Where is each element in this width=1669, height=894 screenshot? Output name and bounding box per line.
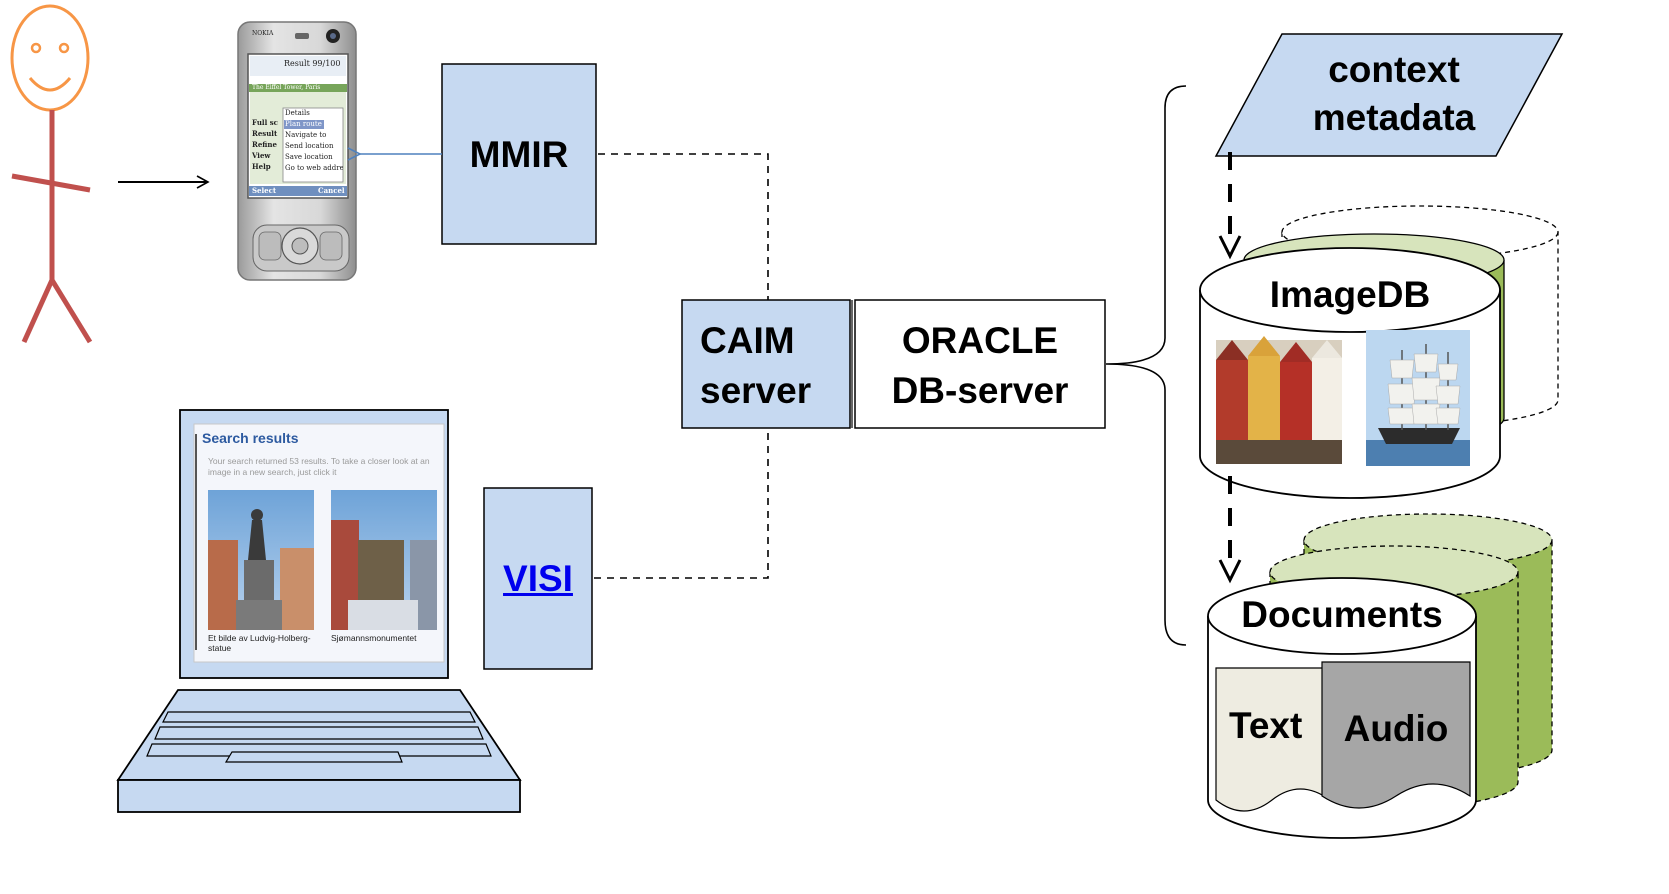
touchpad	[224, 751, 403, 763]
documents-label: Documents	[1241, 594, 1443, 635]
stick-head	[10, 4, 90, 112]
phone-banner: The Eiffel Tower, Paris	[252, 84, 321, 91]
mmir-caim-connector	[598, 153, 769, 300]
phone-popup-menu: Details Plan route to Navigate to Send l…	[285, 108, 343, 174]
oracle-label-line2: DB-server	[891, 370, 1069, 411]
text-label: Text	[1229, 705, 1303, 746]
audio-label: Audio	[1343, 708, 1449, 749]
phone-popup-item[interactable]: Save location	[285, 153, 333, 161]
audio-document-shape	[1321, 661, 1471, 809]
caim-label-line2: server	[700, 370, 812, 411]
mobile-phone	[237, 21, 357, 281]
result-caption-2[interactable]: Sjømannsmonumentet	[331, 633, 417, 643]
context-metadata-shape	[1214, 33, 1564, 157]
search-results-intro: Your search returned 53 results. To take…	[208, 456, 430, 477]
oracle-label-line1: ORACLE	[901, 320, 1059, 361]
phone-menu-item[interactable]: Full sc	[252, 118, 278, 127]
caim-server-box	[681, 299, 851, 429]
phone-softkey-cancel[interactable]: Cancel	[318, 186, 345, 195]
caim-server-label: CAIM server	[700, 316, 811, 416]
search-results-title: Search results	[202, 430, 299, 446]
caim-label-line1: CAIM	[700, 320, 795, 361]
phone-popup-item[interactable]: Details	[285, 109, 310, 117]
context-label-line1: context	[1328, 49, 1460, 90]
phone-menu-item[interactable]: Refine	[252, 140, 277, 149]
phone-popup-item[interactable]: Plan route to	[285, 120, 332, 128]
result-caption-1[interactable]: Et bilde av Ludvig-Holberg-statue	[208, 633, 311, 653]
imagedb-label: ImageDB	[1269, 274, 1431, 315]
oracle-server-box	[854, 299, 1106, 429]
documents-cylinder-stack	[1207, 513, 1553, 839]
phone-popup-item[interactable]: Navigate to	[285, 131, 327, 139]
phone-softkey-select[interactable]: Select	[252, 186, 277, 195]
phone-popup-item[interactable]: Go to web address	[285, 164, 343, 172]
visi-caim-connector	[594, 428, 769, 579]
user-stick-figure	[10, 4, 93, 344]
mmir-label: MMIR	[469, 134, 569, 175]
visi-link[interactable]: VISI	[503, 558, 573, 599]
phone-brand: NOKIA	[252, 30, 274, 37]
datasource-brace	[1105, 85, 1187, 646]
phone-menu-item[interactable]: Help	[252, 162, 271, 171]
imagedb-top	[1199, 247, 1501, 333]
visi-box	[483, 487, 593, 670]
phone-menu-item[interactable]: View	[252, 151, 271, 160]
documents-top	[1207, 577, 1477, 655]
context-label-line2: metadata	[1312, 97, 1476, 138]
phone-popup-item[interactable]: Send location	[285, 142, 334, 150]
phone-menu-item[interactable]: Result	[252, 129, 278, 138]
oracle-server-label: ORACLE DB-server	[855, 316, 1105, 416]
laptop	[116, 409, 522, 813]
phone-header: Result 99/100	[284, 59, 341, 68]
phone-left-menu: Full sc Result Refine View Help	[252, 117, 284, 172]
imagedb-cylinder-stack	[1199, 205, 1559, 499]
context-metadata-label: context metadata	[1254, 46, 1534, 142]
